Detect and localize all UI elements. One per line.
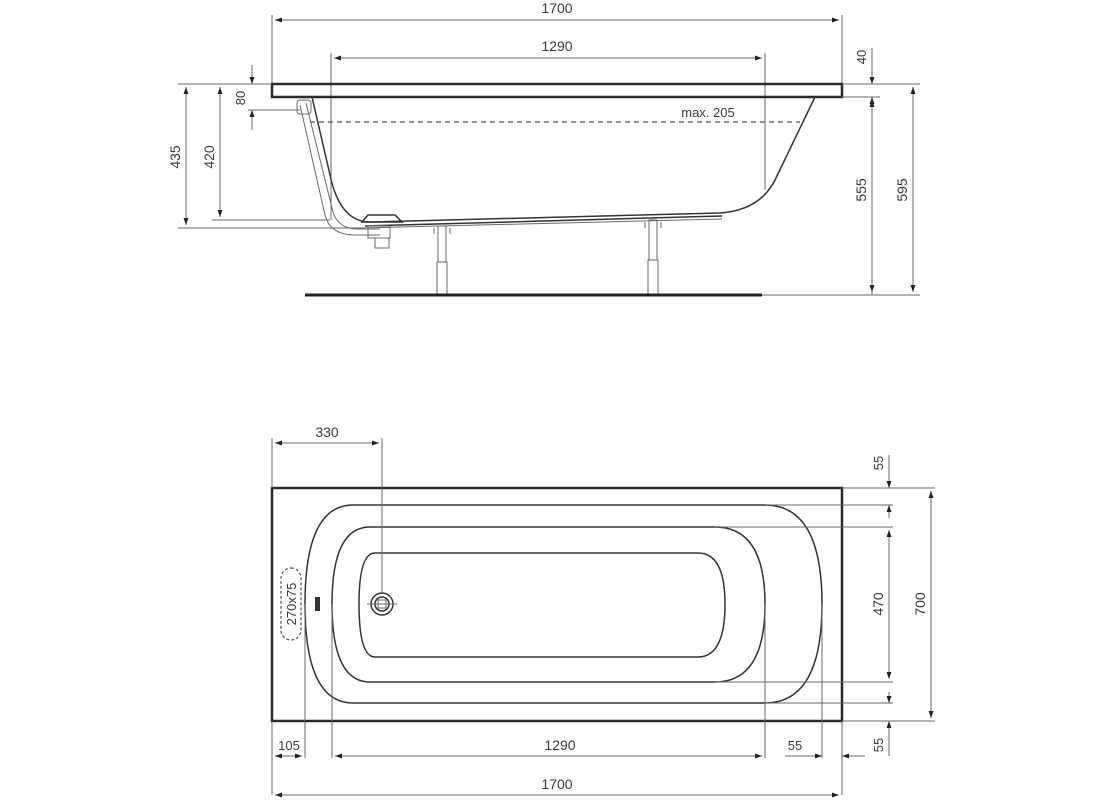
top-overall-length-label: 1700	[541, 776, 572, 792]
drain-offset-label: 330	[315, 424, 339, 440]
side-inner-length-label: 1290	[541, 38, 572, 54]
tub-leg-right	[644, 219, 662, 295]
left-rim-label: 105	[278, 738, 300, 753]
right-rim-label: 55	[788, 738, 802, 753]
tub-body	[311, 96, 816, 223]
height-435-label: 435	[167, 145, 183, 169]
tub-leg-left	[433, 225, 451, 295]
overflow-80-label: 80	[233, 91, 248, 105]
side-overall-length-label: 1700	[541, 0, 572, 16]
overall-width-label: 700	[912, 592, 928, 616]
overflow-area	[280, 567, 302, 641]
overflow-fitting	[296, 99, 312, 115]
height-555-label: 555	[853, 178, 869, 202]
height-595-label: 595	[894, 178, 910, 202]
overflow-marker	[315, 597, 320, 611]
bowl-floor	[358, 552, 726, 658]
max-water-label: max. 205	[681, 105, 734, 120]
inner-width-label: 470	[870, 592, 886, 616]
top-rim-label: 55	[871, 456, 886, 470]
drain-fitting	[360, 214, 404, 223]
top-inner-length-label: 1290	[544, 737, 575, 753]
overflow-size-label: 270x75	[284, 583, 299, 626]
drain-icon	[367, 592, 397, 616]
side-view: 1700 1290 max. 205	[167, 0, 920, 297]
tub-rim	[270, 82, 844, 99]
top-view: 270x75 330 55 470 55 700	[270, 424, 935, 798]
bottom-rim-label: 55	[871, 738, 886, 752]
rim-40-label: 40	[854, 50, 869, 64]
height-420-label: 420	[201, 145, 217, 169]
tub-outline-top	[270, 486, 844, 723]
